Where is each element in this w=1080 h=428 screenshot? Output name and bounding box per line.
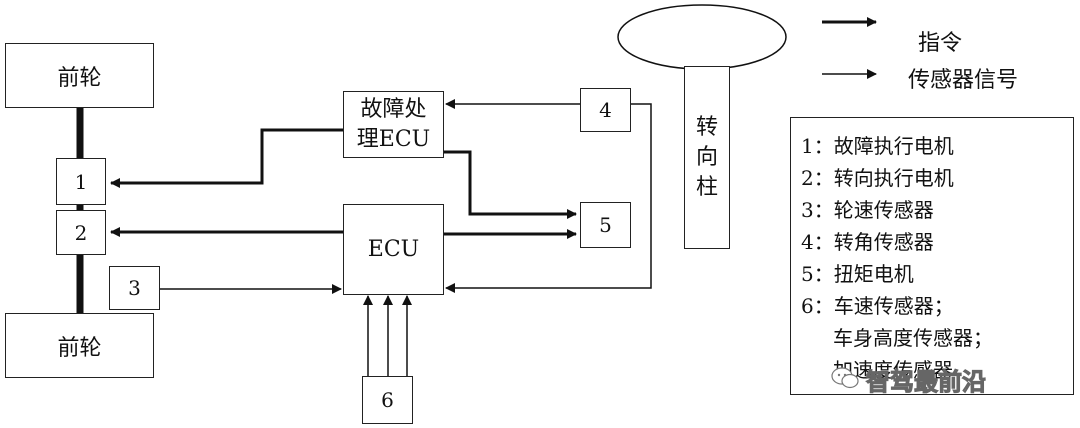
arrow-fault-ecu-to-5 — [444, 150, 577, 219]
legend-item-6b: 车身高度传感器； — [833, 326, 993, 350]
box-6-sensors: 6 — [362, 376, 413, 424]
front-wheel-top: 前轮 — [5, 43, 154, 108]
legend-sensor-label: 传感器信号 — [908, 68, 1019, 93]
box-2-steering-motor: 2 — [56, 210, 106, 255]
box-5-torque-motor: 5 — [580, 202, 631, 248]
fault-ecu-line-1: 故障处 — [360, 96, 427, 122]
box-5-label: 5 — [599, 213, 612, 237]
ecu: ECU — [343, 204, 444, 295]
box-2-label: 2 — [74, 220, 88, 245]
wechat-icon — [831, 367, 859, 389]
arrow-4-to-ecu — [445, 103, 652, 293]
box-6-label: 6 — [381, 388, 394, 412]
arrow-fault-ecu-to-1 — [110, 128, 343, 188]
box-3-wheel-speed-sensor: 3 — [109, 266, 160, 310]
steering-column: 转 向 柱 — [684, 66, 730, 249]
ecu-label: ECU — [367, 237, 420, 262]
legend-item-3: 3：轮速传感器 — [801, 198, 934, 222]
watermark-text: 智驾最前沿 — [866, 368, 987, 397]
legend-panel: 1：故障执行电机 2：转向执行电机 3：轮速传感器 4：转角传感器 5：扭矩电机… — [790, 117, 1074, 395]
legend-item-4: 4：转角传感器 — [801, 230, 934, 254]
fault-ecu: 故障处 理ECU — [343, 91, 444, 158]
legend-item-1: 1：故障执行电机 — [801, 134, 954, 158]
steering-wheel — [617, 4, 787, 70]
box-1-fault-motor: 1 — [56, 158, 106, 205]
steering-column-char-1: 转 — [695, 114, 718, 140]
box-3-label: 3 — [128, 276, 141, 300]
legend-item-5: 5：扭矩电机 — [801, 262, 914, 286]
steering-column-char-2: 向 — [695, 144, 718, 170]
box-4-angle-sensor: 4 — [580, 88, 631, 132]
fault-ecu-line-2: 理ECU — [356, 126, 431, 152]
box-1-label: 1 — [74, 169, 88, 194]
legend-command-label: 指令 — [918, 31, 963, 56]
legend-item-2: 2：转向执行电机 — [801, 166, 954, 190]
legend-item-6: 6：车速传感器； — [801, 294, 954, 318]
box-4-label: 4 — [599, 98, 612, 122]
front-wheel-top-label: 前轮 — [57, 65, 102, 91]
steering-column-char-3: 柱 — [695, 174, 718, 200]
front-wheel-bottom-label: 前轮 — [57, 335, 102, 361]
front-wheel-bottom: 前轮 — [5, 313, 154, 378]
